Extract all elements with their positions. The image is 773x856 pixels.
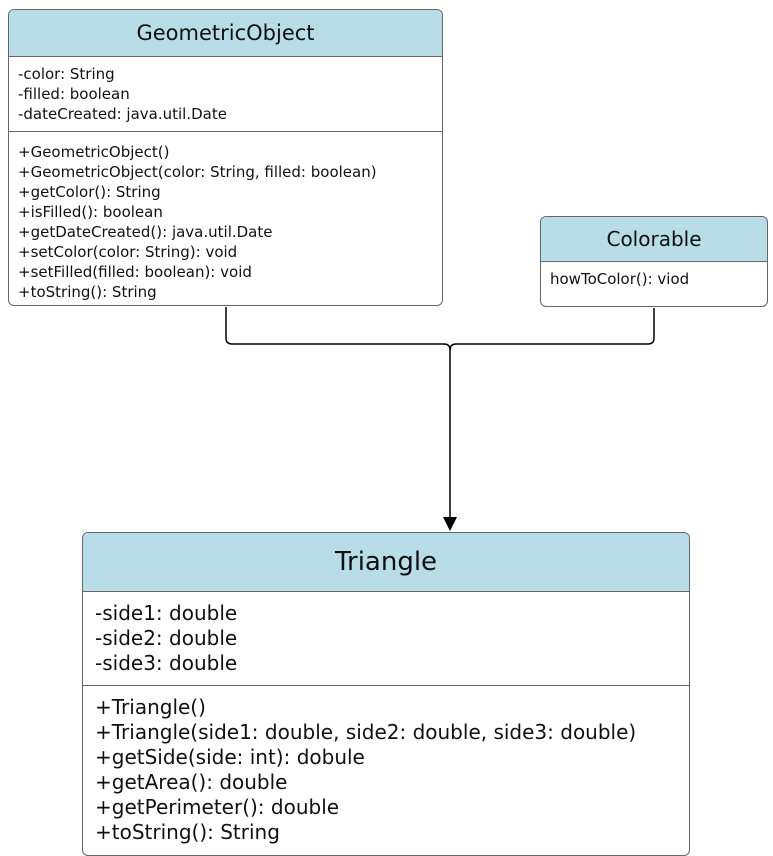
method: +setFilled(filled: boolean): void	[18, 263, 252, 281]
class-colorable: Colorable howToColor(): viod	[540, 216, 768, 307]
method: +toString(): String	[95, 820, 280, 844]
field: -side2: double	[95, 626, 238, 650]
class-triangle: Triangle -side1: double -side2: double -…	[82, 532, 690, 856]
class-name: Triangle	[83, 533, 689, 592]
connector-from-colorable	[449, 308, 655, 351]
method: +isFilled(): boolean	[18, 203, 163, 221]
class-methods: howToColor(): viod	[541, 262, 767, 289]
method: +getSide(side: int): dobule	[95, 745, 365, 769]
method: +getColor(): String	[18, 183, 161, 201]
method: +Triangle()	[95, 695, 206, 719]
method: +getPerimeter(): double	[95, 795, 340, 819]
method: +GeometricObject()	[18, 143, 170, 161]
method: +setColor(color: String): void	[18, 243, 238, 261]
class-name: GeometricObject	[9, 10, 442, 57]
method: +Triangle(side1: double, side2: double, …	[95, 720, 637, 744]
class-methods: +Triangle() +Triangle(side1: double, sid…	[83, 685, 689, 845]
method: +GeometricObject(color: String, filled: …	[18, 163, 377, 181]
field: -color: String	[18, 65, 115, 83]
field: -dateCreated: java.util.Date	[18, 105, 227, 123]
method: howToColor(): viod	[550, 270, 690, 288]
field: -side3: double	[95, 651, 238, 675]
class-geometricobject: GeometricObject -color: String -filled: …	[8, 9, 443, 306]
field: -side1: double	[95, 601, 238, 625]
class-fields: -side1: double -side2: double -side3: do…	[83, 592, 689, 685]
class-methods: +GeometricObject() +GeometricObject(colo…	[9, 131, 442, 302]
class-fields: -color: String -filled: boolean -dateCre…	[9, 57, 442, 131]
field: -filled: boolean	[18, 85, 130, 103]
connector-from-geometricobject	[225, 307, 451, 351]
method: +getDateCreated(): java.util.Date	[18, 223, 273, 241]
arrowhead	[443, 517, 457, 531]
method: +getArea(): double	[95, 770, 288, 794]
class-name: Colorable	[541, 217, 767, 262]
method: +toString(): String	[18, 283, 157, 301]
